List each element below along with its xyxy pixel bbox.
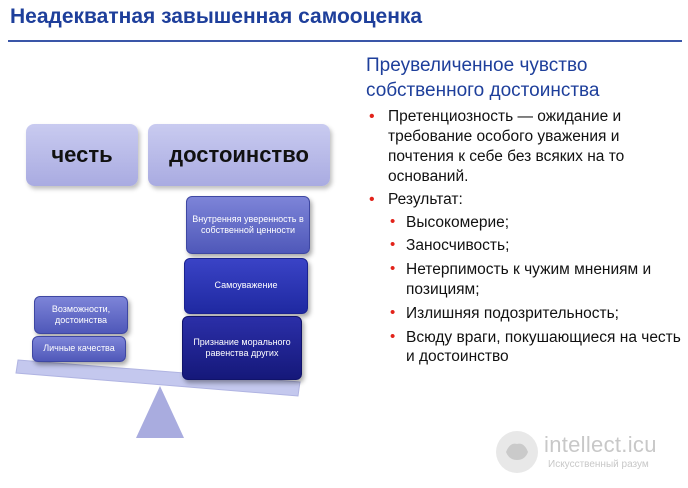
- sub-list-item: • Нетерпимость к чужим мнениям и позиция…: [388, 260, 682, 300]
- right-box-equality: Признание морального равенства других: [182, 316, 302, 380]
- page-title: Неадекватная завышенная самооценка: [10, 5, 423, 28]
- scales-diagram: честь достоинство Возможности, достоинст…: [0, 50, 340, 450]
- sub-list-item: • Заносчивость;: [388, 236, 682, 256]
- right-box-confidence: Внутренняя уверенность в собственной цен…: [186, 196, 310, 254]
- watermark-subtext: Искусственный разум: [548, 459, 649, 470]
- sub-list-item-text: Нетерпимость к чужим мнениям и позициям;: [406, 261, 652, 298]
- list-item-text: Претенциозность — ожидание и требование …: [388, 108, 625, 185]
- sub-list: • Высокомерие; • Заносчивость; • Нетерпи…: [388, 213, 682, 368]
- main-list: • Претенциозность — ожидание и требовани…: [366, 107, 682, 367]
- sub-list-item-text: Излишняя подозрительность;: [406, 304, 619, 322]
- sub-list-item: • Всюду враги, покушающиеся на честь и д…: [388, 328, 682, 368]
- list-item-text: Результат:: [388, 190, 463, 208]
- title-underline: [8, 40, 682, 42]
- left-box-abilities: Возможности, достоинства: [34, 296, 128, 334]
- subheading: Преувеличенное чувство собственного дост…: [366, 55, 600, 101]
- bullet-icon: •: [390, 260, 396, 278]
- fulcrum-triangle: [136, 386, 184, 438]
- bullet-icon: •: [369, 190, 375, 208]
- bullet-icon: •: [390, 236, 396, 254]
- list-item: • Претенциозность — ожидание и требовани…: [366, 107, 682, 186]
- sub-list-item: • Высокомерие;: [388, 213, 682, 233]
- bullet-icon: •: [390, 303, 396, 321]
- dignity-box: достоинство: [148, 124, 330, 186]
- watermark: intellect.icu Искусственный разум: [488, 428, 684, 476]
- content-panel: Преувеличенное чувство собственного дост…: [366, 54, 682, 371]
- sub-list-item-text: Всюду враги, покушающиеся на честь и дос…: [406, 328, 681, 366]
- sub-list-item-text: Высокомерие;: [406, 213, 510, 231]
- left-box-qualities: Личные качества: [32, 336, 126, 362]
- brain-logo-icon: [496, 431, 538, 473]
- bullet-icon: •: [390, 327, 396, 345]
- bullet-icon: •: [390, 212, 396, 230]
- bullet-icon: •: [369, 108, 375, 126]
- sub-list-item: • Излишняя подозрительность;: [388, 304, 682, 324]
- honor-box: честь: [26, 124, 138, 186]
- sub-list-item-text: Заносчивость;: [406, 237, 510, 255]
- list-item: • Результат: • Высокомерие; • Заносчивос…: [366, 190, 682, 368]
- watermark-text: intellect.icu: [544, 432, 657, 457]
- right-box-self-respect: Самоуважение: [184, 258, 308, 314]
